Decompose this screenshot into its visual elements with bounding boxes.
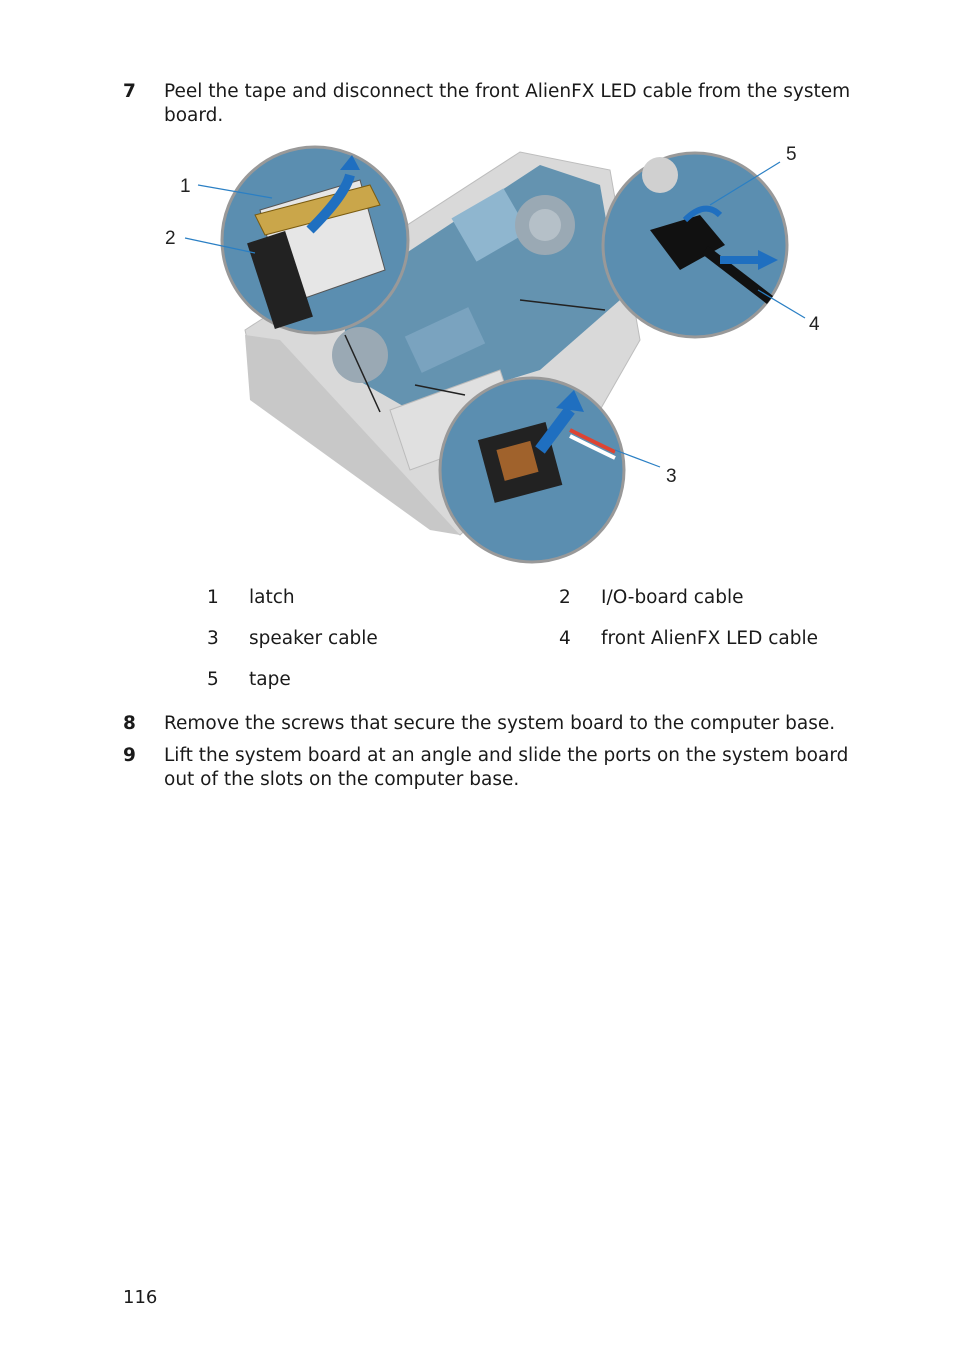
legend-label: tape — [249, 669, 291, 690]
zoom-speaker-cable — [438, 376, 626, 564]
step-number: 8 — [123, 713, 136, 734]
system-board-illustration: 1 2 5 4 3 — [165, 144, 820, 564]
step-text: Peel the tape and disconnect the front A… — [164, 81, 851, 126]
legend-label: I/O-board cable — [601, 587, 744, 608]
step-number: 9 — [123, 745, 136, 766]
legend-label: front AlienFX LED cable — [601, 628, 819, 649]
callout-3: 3 — [666, 466, 677, 487]
page-number: 116 — [123, 1287, 158, 1308]
step-number: 7 — [123, 81, 136, 102]
zoom-latch-io-cable — [220, 145, 410, 335]
legend-label: speaker cable — [249, 628, 378, 649]
zoom-tape-alienfx-cable — [601, 151, 789, 339]
legend-label: latch — [249, 587, 295, 608]
legend-number: 5 — [207, 669, 219, 690]
callout-4: 4 — [809, 314, 820, 335]
callout-5: 5 — [786, 144, 797, 165]
legend-number: 4 — [559, 628, 571, 649]
step-9: 9 Lift the system board at an angle and … — [123, 744, 863, 792]
legend-number: 2 — [559, 587, 571, 608]
callout-2: 2 — [165, 228, 176, 249]
legend-number: 1 — [207, 587, 219, 608]
step-text: Remove the screws that secure the system… — [164, 713, 836, 734]
legend-number: 3 — [207, 628, 219, 649]
step-8: 8 Remove the screws that secure the syst… — [123, 712, 863, 736]
callout-1: 1 — [180, 176, 191, 197]
step-text: Lift the system board at an angle and sl… — [164, 745, 849, 790]
step-7: 7 Peel the tape and disconnect the front… — [123, 80, 863, 128]
